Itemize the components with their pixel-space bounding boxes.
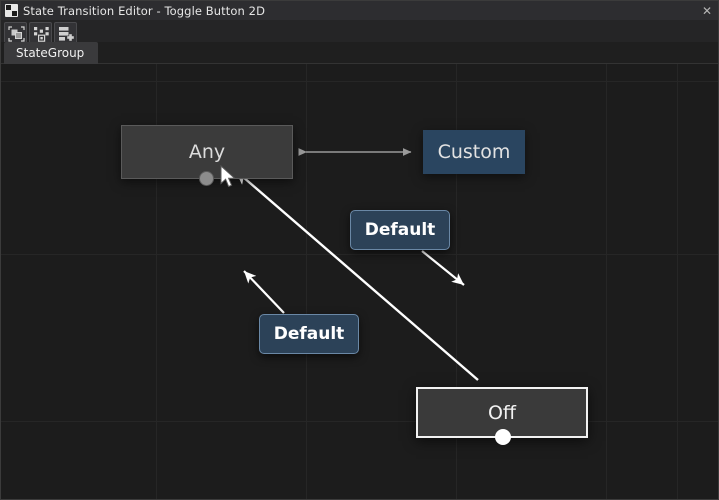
- transition-label-text: Default: [364, 220, 436, 240]
- reroute-transitions-button[interactable]: [29, 21, 52, 44]
- add-state-button[interactable]: [54, 21, 77, 44]
- transition-label-default-1[interactable]: Default: [350, 210, 450, 250]
- window-titlebar: State Transition Editor - Toggle Button …: [1, 1, 718, 20]
- auto-layout-button[interactable]: [4, 21, 27, 44]
- transition-label-default-2[interactable]: Default: [259, 314, 359, 354]
- add-state-list-icon: [59, 26, 74, 41]
- shuffle-nodes-icon: [34, 26, 49, 42]
- state-node-custom[interactable]: Custom: [423, 130, 525, 174]
- state-node-label: Off: [487, 401, 517, 424]
- edge-default-leader-left[interactable]: [243, 270, 285, 314]
- editor-toolbar: [1, 20, 718, 45]
- fit-nodes-icon: [8, 25, 25, 42]
- state-handle-off[interactable]: [495, 429, 511, 445]
- graph-canvas[interactable]: Any Custom Off Default Default: [1, 64, 718, 499]
- transition-label-text: Default: [273, 324, 345, 344]
- close-icon[interactable]: ✕: [701, 3, 713, 18]
- transition-edges: [234, 148, 479, 381]
- edge-default-leader-right[interactable]: [421, 250, 465, 286]
- window-title: State Transition Editor - Toggle Button …: [23, 3, 266, 18]
- state-node-label: Any: [188, 141, 226, 163]
- state-node-label: Custom: [437, 141, 511, 163]
- tab-strip: StateGroup: [1, 42, 718, 64]
- tab-stategroup[interactable]: StateGroup: [4, 42, 99, 64]
- state-machine-icon: [5, 4, 18, 17]
- state-handle-any[interactable]: [199, 171, 214, 186]
- edge-off-to-any[interactable]: [234, 169, 479, 381]
- state-node-any[interactable]: Any: [121, 125, 293, 179]
